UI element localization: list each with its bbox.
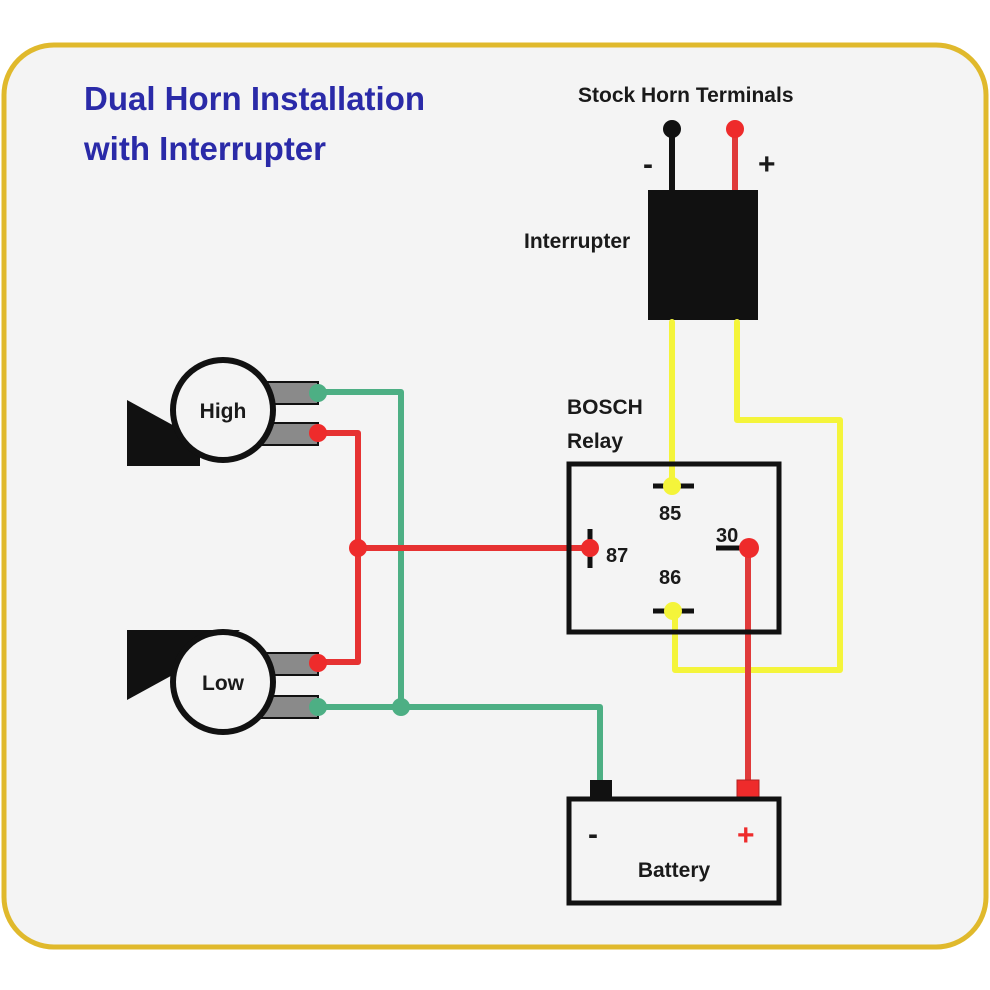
- relay-pin-30-dot: [739, 538, 759, 558]
- green-wire-to-battery-negative: [315, 704, 603, 793]
- negative-terminal-dot: [663, 120, 681, 138]
- battery-label: Battery: [638, 859, 711, 882]
- high-horn-negative-dot: [309, 384, 327, 402]
- relay-pin-30-label: 30: [716, 525, 738, 547]
- relay-box: [566, 461, 782, 635]
- relay-pin-86-label: 86: [659, 567, 681, 589]
- yellow-wire-to-86: [672, 319, 843, 673]
- battery: - + Battery: [566, 779, 782, 906]
- battery-body: [566, 796, 782, 906]
- stock-horn-positive-terminal: [726, 120, 744, 192]
- low-horn-body: [170, 629, 276, 735]
- positive-terminal-dot: [726, 120, 744, 138]
- stock-horn-negative-sign: -: [643, 148, 653, 181]
- high-horn: High: [127, 357, 327, 466]
- title-line-2: with Interrupter: [83, 130, 326, 167]
- relay-pin-85-label: 85: [659, 503, 681, 525]
- relay-pin-86-dot: [664, 602, 682, 620]
- battery-negative-post: [590, 780, 612, 800]
- low-horn-negative-dot: [309, 698, 327, 716]
- battery-positive-sign: +: [737, 819, 755, 852]
- title-line-1: Dual Horn Installation: [84, 80, 425, 117]
- interrupter-label: Interrupter: [524, 230, 630, 253]
- interrupter-box: [648, 190, 758, 320]
- bosch-relay: BOSCH Relay 85 86 87 30: [566, 396, 782, 635]
- green-wire-high-horn: [315, 389, 404, 710]
- low-horn-label: Low: [202, 672, 245, 695]
- high-horn-positive-dot: [309, 424, 327, 442]
- stock-horn-negative-terminal: [663, 120, 681, 192]
- relay-pin-87-label: 87: [606, 545, 628, 567]
- relay-label-line-2: Relay: [567, 430, 623, 453]
- high-horn-label: High: [200, 400, 247, 423]
- stock-horn-terminals-label: Stock Horn Terminals: [578, 84, 794, 107]
- relay-label-line-1: BOSCH: [567, 396, 643, 419]
- red-junction-dot: [349, 539, 367, 557]
- low-horn: Low: [127, 629, 327, 735]
- relay-pin-85-dot: [663, 477, 681, 495]
- high-horn-body: [170, 357, 276, 463]
- stock-horn-positive-sign: +: [758, 148, 776, 181]
- relay-pin-87-dot: [581, 539, 599, 557]
- low-horn-positive-dot: [309, 654, 327, 672]
- green-junction-dot: [392, 698, 410, 716]
- battery-negative-sign: -: [588, 818, 598, 851]
- high-horn-bell: [127, 400, 200, 466]
